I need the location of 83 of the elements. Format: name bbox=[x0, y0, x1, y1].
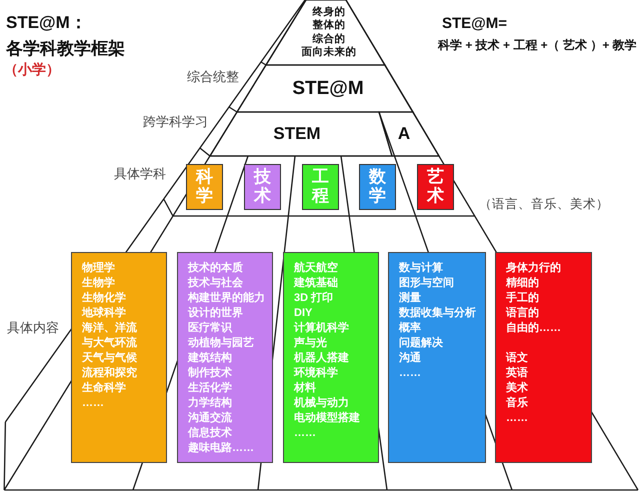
list-item: 音乐 bbox=[506, 396, 528, 411]
list-item: 概率 bbox=[399, 321, 421, 336]
subject-tile bbox=[244, 164, 281, 210]
list-item: 自由的…… bbox=[506, 321, 561, 336]
list-item: 手工的 bbox=[506, 291, 539, 306]
subject-tile bbox=[186, 164, 223, 210]
subject-name: 工程 bbox=[312, 168, 329, 206]
list-item: 数与计算 bbox=[399, 261, 443, 276]
list-item: …… bbox=[399, 366, 421, 381]
subject-tile bbox=[302, 164, 339, 210]
list-item: DIY bbox=[294, 306, 312, 321]
content-panel bbox=[495, 252, 592, 463]
list-item: 物理学 bbox=[82, 261, 115, 276]
tier-text: 终身的 bbox=[312, 6, 346, 19]
list-item: 问题解决 bbox=[399, 336, 443, 351]
content-panel bbox=[177, 252, 273, 463]
list-item: …… bbox=[294, 426, 316, 441]
list-item: 沟通 bbox=[399, 351, 421, 366]
list-item: 环境科学 bbox=[294, 366, 338, 381]
tier-text: 整体的 bbox=[312, 19, 346, 33]
list-item: 沟通交流 bbox=[188, 411, 232, 426]
level-label: 跨学科学习 bbox=[143, 113, 208, 131]
list-item: 力学结构 bbox=[188, 396, 232, 411]
list-item: 机械与动力 bbox=[294, 396, 349, 411]
formula-heading: STE@M= bbox=[442, 15, 508, 32]
content-panel bbox=[71, 252, 167, 463]
tier-heading: STEM bbox=[273, 123, 321, 145]
list-item: 构建世界的能力 bbox=[188, 291, 265, 306]
list-item: 医疗常识 bbox=[188, 321, 232, 336]
list-item: 图形与空间 bbox=[399, 276, 454, 291]
list-item: 技术的本质 bbox=[188, 261, 243, 276]
list-item: 精细的 bbox=[506, 276, 539, 291]
list-item: 趣味电路…… bbox=[188, 441, 254, 456]
list-item: 测量 bbox=[399, 291, 421, 306]
tier-text: 综合的 bbox=[312, 32, 346, 46]
level-label: 综合统整 bbox=[187, 68, 239, 86]
subject-tile bbox=[417, 164, 454, 210]
subject-name: 数学 bbox=[369, 168, 386, 206]
subject-tile bbox=[359, 164, 396, 210]
list-item: 3D 打印 bbox=[294, 291, 334, 306]
tier-heading: STE@M bbox=[292, 77, 364, 101]
list-item: 建筑结构 bbox=[188, 351, 232, 366]
title: STE@M：各学科教学框架 bbox=[6, 12, 126, 60]
list-item: 技术与社会 bbox=[188, 276, 243, 291]
list-item: 计算机科学 bbox=[294, 321, 349, 336]
level-label: 具体内容 bbox=[7, 319, 59, 337]
level-label: 具体学科 bbox=[114, 165, 166, 183]
list-item: 数据收集与分析 bbox=[399, 306, 476, 321]
list-item: 信息技术 bbox=[188, 426, 232, 441]
list-item: 语文 bbox=[506, 351, 528, 366]
list-item: 设计的世界 bbox=[188, 306, 243, 321]
list-item: 语言的 bbox=[506, 306, 539, 321]
list-item: 地球科学 bbox=[82, 306, 126, 321]
subject-name: 艺术 bbox=[427, 168, 444, 206]
list-item: 生活化学 bbox=[188, 381, 232, 396]
note-text: （语言、音乐、美术） bbox=[479, 196, 609, 213]
list-item: 生物学 bbox=[82, 276, 115, 291]
list-item: 生物化学 bbox=[82, 291, 126, 306]
list-item: …… bbox=[82, 396, 104, 411]
list-item: 电动模型搭建 bbox=[294, 411, 360, 426]
list-item: 航天航空 bbox=[294, 261, 338, 276]
list-item: 机器人搭建 bbox=[294, 351, 349, 366]
list-item: 天气与气候 bbox=[82, 351, 137, 366]
list-item: 建筑基础 bbox=[294, 276, 338, 291]
subject-name: 科学 bbox=[196, 168, 213, 206]
list-item: 制作技术 bbox=[188, 366, 232, 381]
list-item: 声与光 bbox=[294, 336, 327, 351]
list-item: …… bbox=[506, 411, 528, 426]
list-item: 美术 bbox=[506, 381, 528, 396]
list-item: 海洋、洋流与大气环流 bbox=[82, 321, 138, 351]
list-item: 生命科学 bbox=[82, 381, 126, 396]
content-panel bbox=[283, 252, 379, 463]
tier-heading: A bbox=[398, 123, 410, 145]
subtitle: （小学） bbox=[4, 61, 60, 79]
list-item: 动植物与园艺 bbox=[188, 336, 254, 351]
list-item: 流程和探究 bbox=[82, 366, 137, 381]
content-panel bbox=[388, 252, 486, 463]
list-item: 身体力行的 bbox=[506, 261, 561, 276]
tier-text: 面向未来的 bbox=[302, 46, 356, 60]
formula-text: 科学 + 技术 + 工程 +（ 艺术 ）+ 教学 bbox=[438, 37, 637, 54]
list-item: 英语 bbox=[506, 366, 528, 381]
list-item: 材料 bbox=[294, 381, 316, 396]
subject-name: 技术 bbox=[254, 168, 271, 206]
